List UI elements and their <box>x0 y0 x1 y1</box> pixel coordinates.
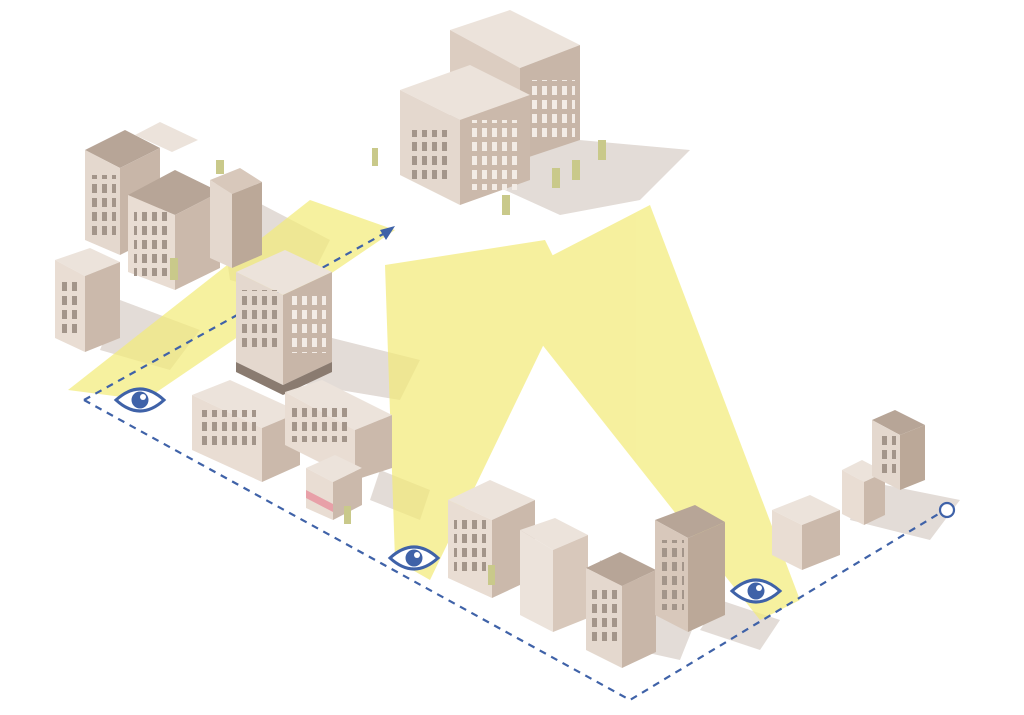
sightline-cones <box>68 200 800 620</box>
lower-left-row <box>192 380 392 524</box>
eye-icon <box>113 387 167 413</box>
path-end-circle-icon <box>938 501 956 519</box>
shop-awning <box>306 490 333 512</box>
sightline-cone-right <box>495 205 800 620</box>
route-path <box>83 232 946 702</box>
eye-icon <box>729 578 783 604</box>
civic-building <box>372 10 606 215</box>
sightline-cone-middle <box>385 240 570 580</box>
path-arrow-icon <box>380 226 395 240</box>
sightline-cone-left <box>68 200 395 400</box>
right-cluster <box>772 410 925 570</box>
left-office-cluster <box>55 122 262 352</box>
central-office <box>236 250 332 395</box>
lower-middle-cluster <box>448 480 725 668</box>
eye-icon <box>387 545 441 571</box>
